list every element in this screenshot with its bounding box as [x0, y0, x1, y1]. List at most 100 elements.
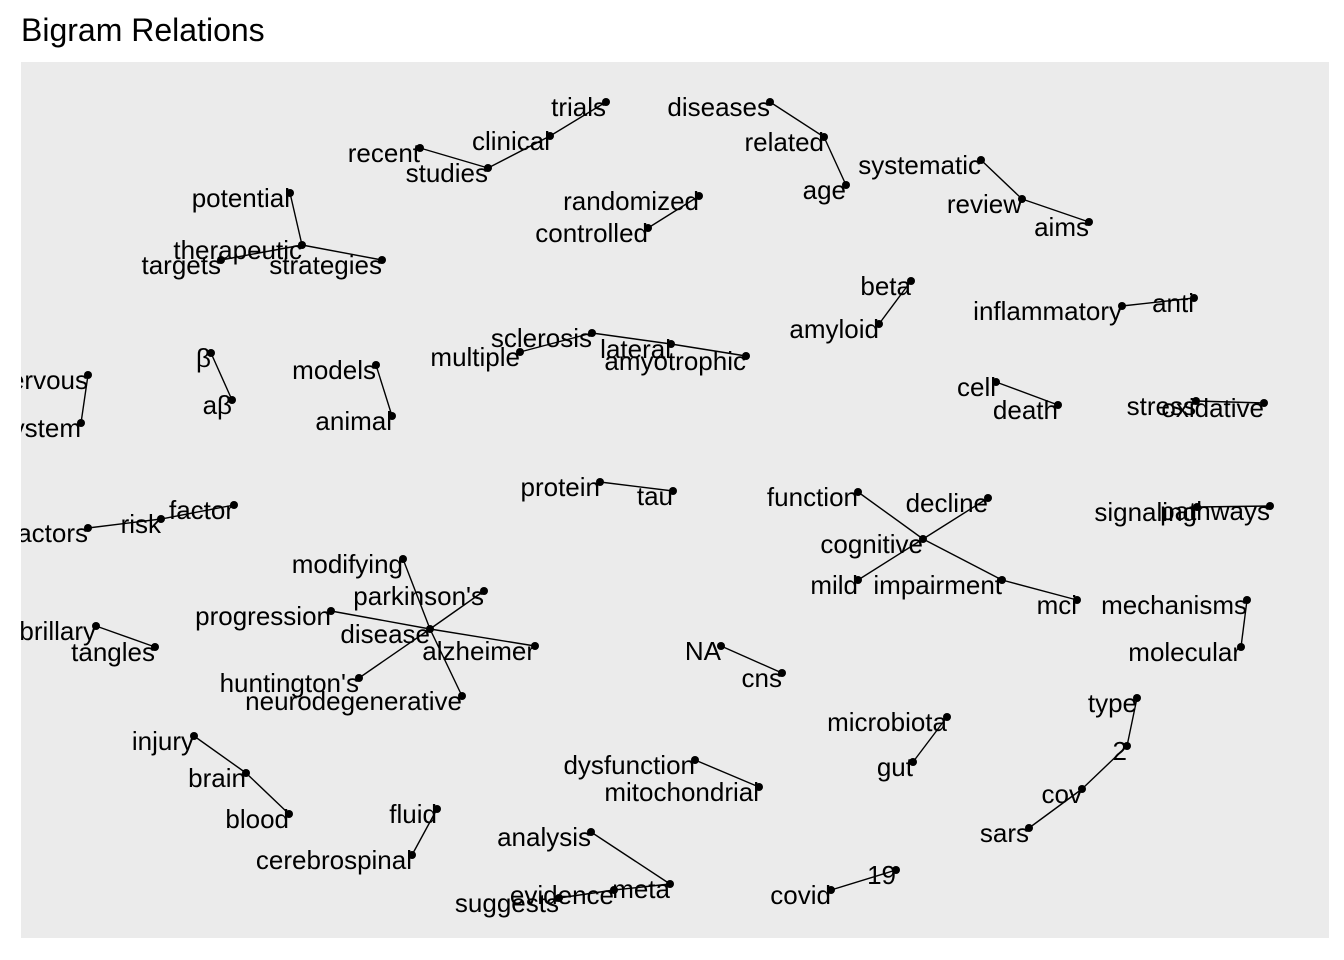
edge-meta-analysis	[590, 831, 671, 885]
node-point-models	[372, 361, 380, 369]
node-point-two	[1123, 742, 1131, 750]
node-point-mci	[1073, 596, 1081, 604]
node-label-cns: cns	[742, 663, 782, 693]
node-point-parkinsons	[480, 587, 488, 595]
node-label-progression: progression	[195, 601, 331, 631]
node-point-injury	[190, 732, 198, 740]
node-point-brain	[242, 769, 250, 777]
edge-type-two	[1126, 697, 1138, 747]
node-label-oxidative: oxidative	[1161, 393, 1264, 423]
edge-gut-microbiota	[912, 716, 948, 763]
edge-parkinsons-disease	[429, 590, 485, 630]
node-label-diseases: diseases	[667, 92, 770, 122]
node-label-models: models	[292, 355, 376, 385]
node-label-blood: blood	[225, 804, 289, 834]
node-point-sclerosis	[588, 329, 596, 337]
edge-cognitive-impairment	[922, 538, 1003, 581]
node-point-multiple	[516, 348, 524, 356]
node-label-stress: stress	[1127, 391, 1196, 421]
node-label-disease: disease	[340, 619, 430, 649]
node-label-inflammatory: inflammatory	[973, 296, 1122, 326]
node-point-risk	[157, 515, 165, 523]
node-point-sars	[1025, 824, 1033, 832]
node-label-controlled: controlled	[535, 218, 648, 248]
node-point-analysis	[587, 828, 595, 836]
edge-cognitive-function	[857, 491, 924, 540]
node-label-evidence: evidence	[510, 880, 614, 910]
node-point-inflammatory	[1118, 302, 1126, 310]
node-point-na	[717, 642, 725, 650]
node-label-signaling: signaling	[1094, 497, 1197, 527]
node-label-molecular: molecular	[1128, 637, 1241, 667]
node-label-mitochondrial: mitochondrial	[604, 777, 759, 807]
node-label-recent: recent	[348, 138, 421, 168]
node-point-gut	[909, 758, 917, 766]
node-label-abeta: aβ	[203, 390, 232, 420]
node-point-amyotrophic	[742, 352, 750, 360]
edge-disease-progression	[330, 610, 431, 630]
node-label-clinical: clinical	[472, 126, 550, 156]
edge-risk-factors	[87, 518, 162, 529]
node-point-factor	[230, 501, 238, 509]
edge-huntingtons-disease	[358, 628, 431, 679]
node-label-beta_sym: β	[196, 343, 211, 373]
edge-clinical-studies	[487, 135, 551, 169]
node-label-tangles: tangles	[71, 637, 155, 667]
plot-panel	[21, 62, 1329, 938]
node-point-factors	[84, 524, 92, 532]
node-point-related	[820, 133, 828, 141]
node-label-parkinsons: parkinson's	[353, 581, 484, 611]
node-point-molecular	[1237, 643, 1245, 651]
node-point-cns	[778, 669, 786, 677]
edge-brain-injury	[193, 735, 247, 774]
node-label-trials: trials	[551, 92, 606, 122]
node-point-anti	[1190, 294, 1198, 302]
node-label-injury: injury	[132, 726, 194, 756]
node-label-lateral: lateral	[600, 334, 671, 364]
node-label-multiple: multiple	[430, 342, 520, 372]
node-point-fibrillary	[92, 622, 100, 630]
node-point-age	[842, 181, 850, 189]
edge-randomized-controlled	[647, 195, 700, 229]
node-label-amyotrophic: amyotrophic	[604, 346, 746, 376]
chart-title: Bigram Relations	[21, 12, 265, 48]
label-layer: trialsclinicalstudiesrecentdiseasesrelat…	[10, 92, 1270, 918]
node-point-systematic	[977, 156, 985, 164]
node-point-neurodegenerative	[458, 692, 466, 700]
node-point-dysfunction	[691, 756, 699, 764]
node-label-modifying: modifying	[292, 549, 403, 579]
node-point-evidence	[610, 886, 618, 894]
node-point-lateral	[667, 340, 675, 348]
node-point-amyloid	[875, 320, 883, 328]
node-point-progression	[327, 607, 335, 615]
edge-mitochondrial-dysfunction	[694, 759, 760, 788]
node-label-factors: factors	[10, 518, 88, 548]
edge-impairment-mci	[1001, 579, 1078, 601]
node-label-na: NA	[685, 636, 722, 666]
node-label-cov: cov	[1042, 779, 1082, 809]
edge-cerebrospinal-fluid	[411, 808, 438, 856]
node-label-cerebrospinal: cerebrospinal	[256, 845, 412, 875]
node-label-mechanisms: mechanisms	[1101, 590, 1247, 620]
edge-lateral-amyotrophic	[670, 343, 747, 357]
node-point-trials	[602, 98, 610, 106]
node-point-randomized	[695, 192, 703, 200]
node-point-blood	[285, 810, 293, 818]
node-point-studies	[484, 164, 492, 172]
node-label-risk: risk	[121, 509, 162, 539]
edge-systematic-review	[980, 159, 1023, 200]
node-point-targets	[217, 256, 225, 264]
edge-multiple-sclerosis	[519, 332, 593, 353]
edge-signaling-pathways	[1196, 505, 1271, 508]
node-point-controlled	[644, 224, 652, 232]
node-label-brain: brain	[188, 763, 246, 793]
node-label-neurodegenerative: neurodegenerative	[245, 686, 462, 716]
edge-anti-inflammatory	[1121, 297, 1195, 307]
node-label-aims: aims	[1034, 212, 1089, 242]
node-point-clinical	[546, 132, 554, 140]
node-label-impairment: impairment	[873, 570, 1002, 600]
node-point-aims	[1085, 218, 1093, 226]
node-point-pathways	[1266, 502, 1274, 510]
node-label-beta: beta	[860, 271, 911, 301]
